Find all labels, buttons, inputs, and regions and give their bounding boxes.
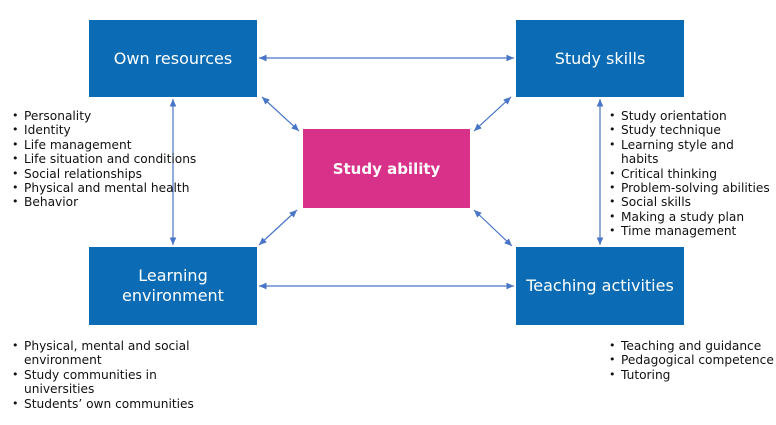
teaching-activities-list: Teaching and guidance Pedagogical compet…: [607, 339, 775, 383]
list-item: Identity: [10, 123, 210, 138]
learning-environment-label: Learning environment: [122, 266, 224, 305]
study-ability-box: Study ability: [303, 129, 470, 208]
list-item: Learning style and habits: [607, 138, 775, 167]
arrow-own-center: [261, 96, 300, 132]
teaching-activities-box: Teaching activities: [516, 247, 684, 325]
list-item: Social skills: [607, 195, 775, 210]
list-item: Study technique: [607, 123, 775, 138]
list-item: Time management: [607, 224, 775, 239]
study-ability-label: Study ability: [332, 159, 441, 178]
list-item: Study orientation: [607, 109, 775, 124]
study-skills-box: Study skills: [516, 20, 684, 97]
list-item: Study communities in universities: [10, 368, 210, 397]
arrow-teach-center: [473, 209, 513, 247]
teaching-activities-label: Teaching activities: [526, 276, 674, 295]
learning-environment-box: Learning environment: [89, 247, 257, 325]
own-resources-label: Own resources: [113, 48, 233, 68]
list-item: Problem-solving abilities: [607, 181, 775, 196]
list-item: Life situation and conditions: [10, 152, 210, 167]
own-resources-box: Own resources: [89, 20, 257, 97]
list-item: Physical and mental health: [10, 181, 210, 196]
list-item: Students’ own communities: [10, 397, 210, 412]
list-item: Physical, mental and social environment: [10, 339, 210, 368]
list-item: Teaching and guidance: [607, 339, 775, 354]
learning-environment-list: Physical, mental and social environment …: [10, 339, 210, 411]
study-skills-label: Study skills: [554, 48, 646, 68]
list-item: Making a study plan: [607, 210, 775, 225]
list-item: Life management: [10, 138, 210, 153]
list-item: Behavior: [10, 195, 210, 210]
list-item: Pedagogical competence: [607, 353, 775, 368]
list-item: Personality: [10, 109, 210, 124]
study-skills-list: Study orientation Study technique Learni…: [607, 109, 775, 239]
arrow-skills-center: [473, 96, 512, 132]
arrow-env-center: [258, 209, 298, 246]
list-item: Social relationships: [10, 167, 210, 182]
own-resources-list: Personality Identity Life management Lif…: [10, 109, 210, 210]
list-item: Critical thinking: [607, 167, 775, 182]
list-item: Tutoring: [607, 368, 775, 383]
